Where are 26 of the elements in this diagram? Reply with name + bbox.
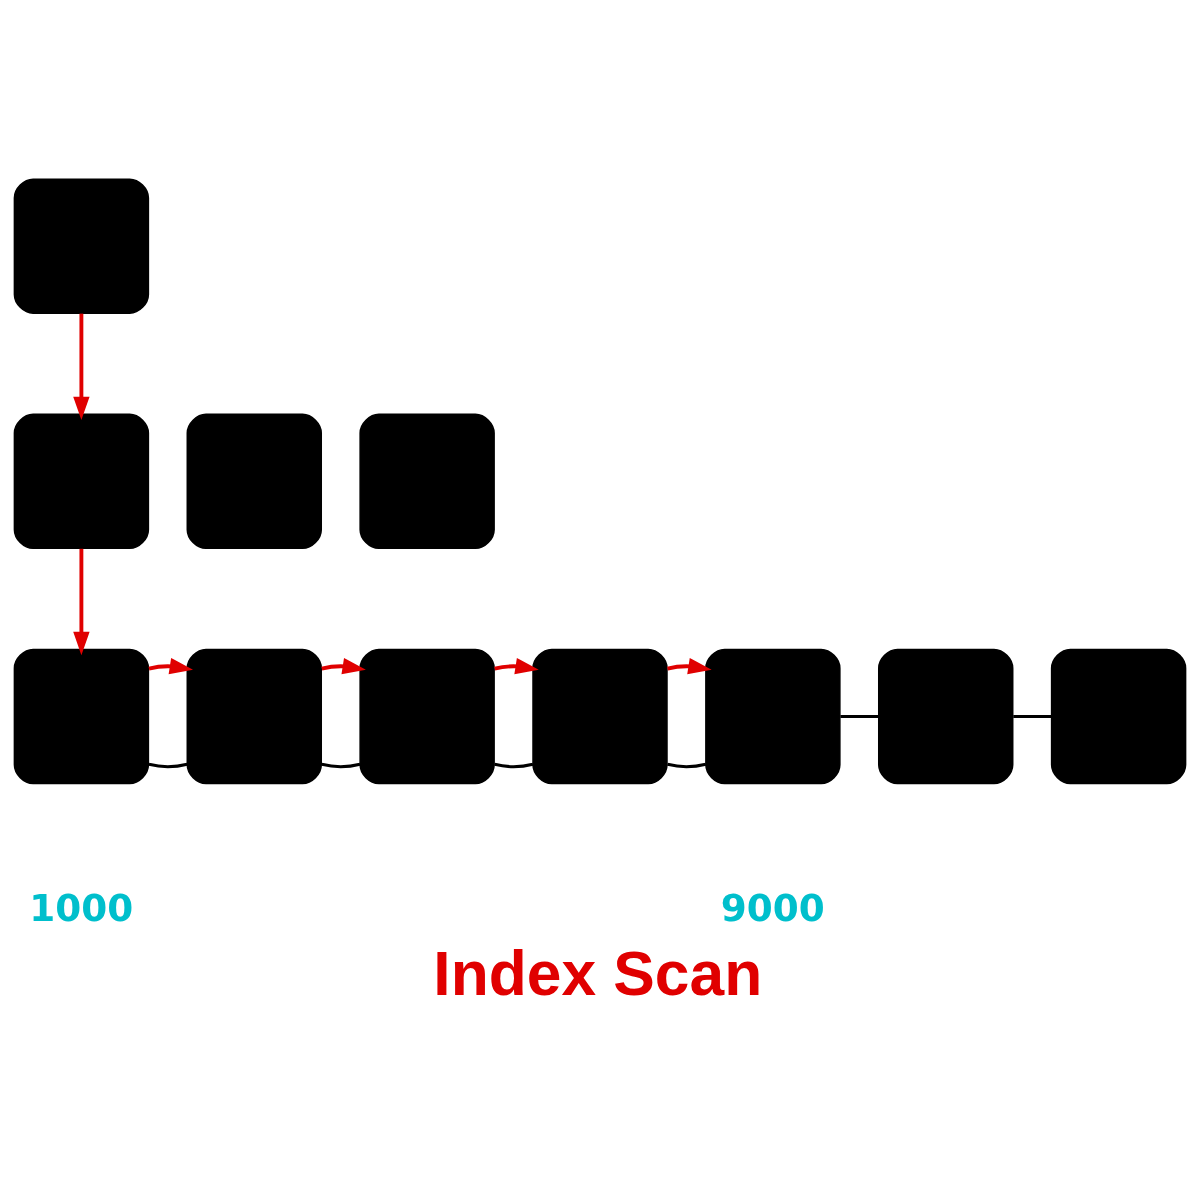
label: 1000 — [29, 885, 134, 930]
node-box — [1050, 648, 1187, 784]
connector — [321, 762, 361, 768]
diagram-title: Index Scan — [433, 938, 763, 1008]
node-box — [705, 648, 841, 784]
connector — [148, 762, 188, 768]
arrow — [667, 657, 712, 674]
arrow — [321, 657, 366, 674]
node-box — [13, 177, 150, 314]
connector — [494, 762, 534, 768]
connector — [667, 762, 707, 768]
arrow — [148, 657, 193, 674]
node-box — [186, 648, 322, 784]
label: 9000 — [720, 885, 825, 930]
node-box — [359, 648, 495, 784]
arrow — [73, 313, 90, 420]
node-box — [359, 413, 495, 549]
node-box — [186, 413, 322, 549]
node-box — [878, 648, 1014, 784]
connector — [1013, 714, 1052, 718]
arrow — [494, 657, 539, 674]
node-box — [13, 413, 150, 549]
node-box — [532, 648, 668, 784]
node-box — [13, 648, 150, 784]
arrow — [73, 548, 90, 655]
connector — [840, 714, 879, 718]
